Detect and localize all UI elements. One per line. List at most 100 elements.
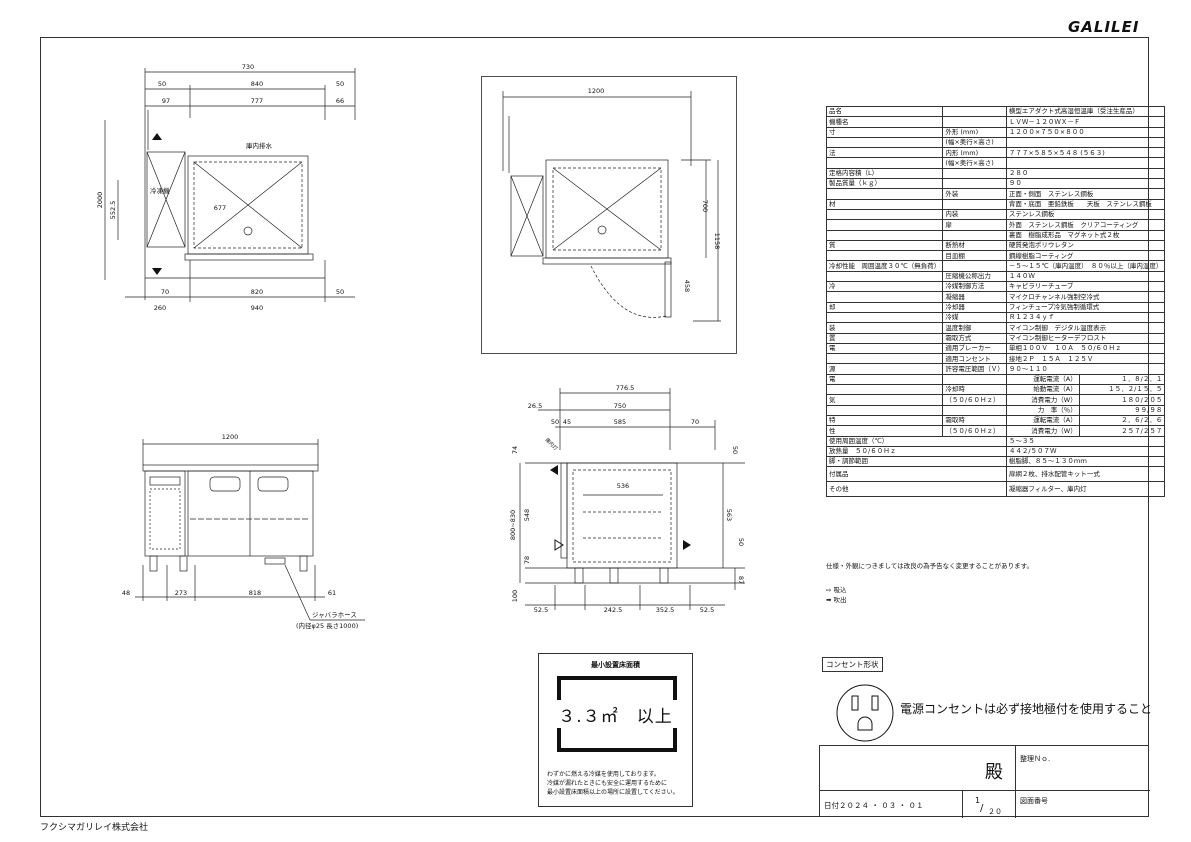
elec-value: ２５７/２５７ [1078,425,1166,437]
spec-row: 冷冷媒制御方法キャピラリーチューブ [825,281,1166,293]
spec-value: 外面 ステンレス鋼板 クリアコーティング [1005,219,1166,231]
spec-value: 単相１００Ｖ １０Ａ ５０/６０Ｈｚ [1005,342,1166,355]
spec-cat [825,136,944,149]
spec-cat: 源 [825,363,944,375]
spec-value: 接地２Ｐ １５Ａ １２５Ｖ [1005,353,1166,365]
spec-cat [825,208,944,221]
spec-sub: 目皿棚 [942,250,1007,262]
spec-tail-value: ４４２/５０７Ｗ [1005,445,1166,458]
spec-sub [942,116,1007,128]
min-area-box: 最小設置床面積 ３.３㎡ 以上 わずかに燃える冷媒を使用しております。 冷媒が漏… [538,653,693,807]
spec-tail-value: 樹脂脚、８５～１３０ｍｍ [1005,456,1166,468]
elec-item: 運転電流（A） [1005,373,1080,386]
spec-sub: 圧縮機公称出力 [942,270,1007,283]
spec-row: 法内形 (mm)７７７×５８５×５４８ (５６３) [825,147,1166,159]
sec-dim-26: 26.5 [528,402,542,410]
spec-sub: 凝縮器 [942,291,1007,303]
spec-tail-row: その他凝縮器フィルター、庫内灯 [826,481,1166,498]
dim-2000: 2000 [96,192,104,209]
min-area-note-1: わずかに燃える冷媒を使用しております。 [547,771,660,778]
elec-item: 運転電流（A） [1005,414,1080,427]
spec-sub: 冷媒制御方法 [942,281,1007,293]
spec-value: フィンチューブ冷気強制循環式 [1005,301,1166,313]
spec-sub: (幅×奥行×高さ) [942,136,1007,149]
elec-row: 特霜取時運転電流（A）２．６/２．６ [825,414,1166,427]
elec-item: 力 率（％） [1005,404,1080,416]
section-view-drawing: 776.5 26.5 750 50 45 585 70 74 50 536 80… [509,384,745,614]
min-area-value: ３.３㎡ 以上 [558,707,673,727]
elec-item: 始動電流（A） [1005,384,1080,396]
hose-label: ジャバラホース [312,611,357,619]
sec-dim-74: 74 [511,446,519,454]
elec-value: ９９/９８ [1078,404,1166,416]
dim-677: 677 [214,204,226,212]
spec-cat [825,157,944,169]
hose-note: (内径φ25 長さ1000) [296,621,358,630]
spec-sub: 内装 [942,208,1007,221]
scale-numerator: 1 [975,796,981,805]
side-dim-1200: 1200 [588,87,605,95]
sec-dim-800-830: 800~830 [509,510,517,540]
front-dim-1200: 1200 [222,433,239,441]
spec-sub: 適用コンセント [942,353,1007,365]
sec-dim-585: 585 [614,418,626,426]
elec-cat: 気 [825,394,944,406]
sec-dim-70: 70 [691,418,699,426]
spec-cat: 装 [825,322,944,334]
elec-row: 力 率（％）９９/９８ [825,404,1166,416]
sec-dim-776: 776.5 [616,384,635,392]
spec-cat [825,229,944,241]
spec-value: キャピラリーチューブ [1005,281,1166,293]
elec-value: １．８/２．１ [1078,373,1166,386]
dim-70: 70 [161,288,169,296]
spec-value: 裏面 樹脂成形品 マグネット式２枚 [1005,229,1166,241]
sec-dim-78: 78 [523,556,531,564]
front-dim-61: 61 [328,589,336,597]
dim-50c: 50 [336,288,344,296]
front-dim-273: 273 [175,589,187,597]
dim-820: 820 [251,288,263,296]
spec-value: マイコン制御 デジタル温度表示 [1005,322,1166,334]
sec-dim-87: 87 [737,576,745,584]
spec-row: 外装正面・側面 ステンレス鋼板 [825,188,1166,200]
brand-logo: GALILEI [1068,18,1140,36]
spec-row: 凝縮器マイクロチャンネル強制空冷式 [825,291,1166,303]
side-dim-458: 458 [683,280,691,292]
dim-840: 840 [251,80,263,88]
dim-940: 940 [251,304,263,312]
elec-cat [825,404,944,416]
front-view-drawing: 1200 48 273 818 61 ジャバラホース (内径φ25 長さ1000… [122,433,365,630]
spec-row: 質断熱材硬質発泡ポリウレタン [825,239,1166,252]
spec-row: 定格内容積（L）２８０ [825,167,1166,180]
spec-cat [825,291,944,303]
scale-slash-icon: / [980,803,984,814]
spec-tail-label: 脚・調節範囲 [826,456,1007,468]
spec-cat [825,219,944,231]
seiri-no-label: 整理Ｎｏ. [1020,755,1051,763]
elec-cat: 性 [825,425,944,437]
elec-mode: （５０/６０Ｈｚ） [942,394,1007,406]
sec-dim-45: 45 [563,418,571,426]
spec-value: 正面・側面 ステンレス鋼板 [1005,188,1166,200]
spec-cat: 冷 [825,281,944,293]
spec-sub: 冷媒 [942,311,1007,324]
outlet-shape-label: コンセント形状 [822,657,883,672]
dono-label: 殿 [985,762,1003,783]
dim-777: 777 [251,97,263,105]
spec-note: 仕様・外観につきましては改良の為予告なく変更することがあります。 [826,562,1034,570]
spec-sub [942,198,1007,210]
spec-cat: 品名 [825,105,944,118]
min-area-frame [557,676,677,752]
legend-intake-label: 吸込 [833,586,847,594]
elec-item: 消費電力（W） [1005,394,1080,406]
spec-row: 却冷却器フィンチューブ冷気強制循環式 [825,301,1166,313]
spec-value [1005,136,1166,149]
spec-cat: 置 [825,332,944,344]
spec-row: 目皿棚鋼線樹脂コーティング [825,250,1166,262]
side-dim-700: 700 [701,200,709,212]
spec-value: 鋼線樹脂コーティング [1005,250,1166,262]
date-label: 日付２０２４ ・ ０３ ・ ０１ [824,801,924,810]
spec-row: 製品質量（ｋｇ）９０ [825,178,1166,190]
spec-row: 裏面 樹脂成形品 マグネット式２枚 [825,229,1166,241]
